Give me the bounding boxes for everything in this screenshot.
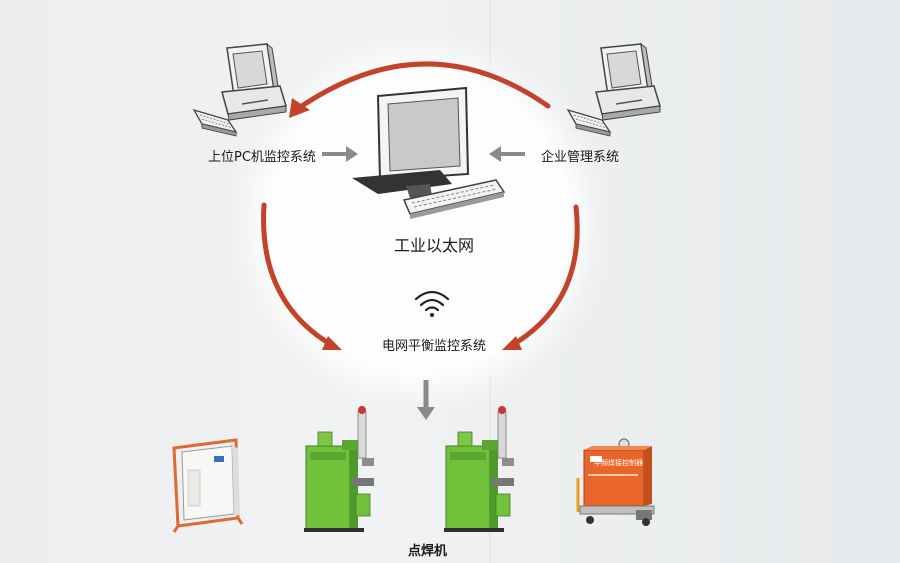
control-cabinet bbox=[172, 438, 244, 533]
label-spot-welder: 点焊机 bbox=[408, 544, 448, 559]
arc-left-arrowhead bbox=[322, 336, 342, 350]
arrow-down-to-machines bbox=[417, 407, 435, 420]
spot-welding-machine bbox=[304, 406, 374, 532]
wifi-icon bbox=[414, 290, 450, 317]
arc-left-arrow bbox=[261, 202, 333, 347]
spot-welding-machine bbox=[444, 406, 514, 532]
arc-top-arrow bbox=[293, 61, 551, 113]
desktop-computer-icon bbox=[192, 42, 287, 137]
desktop-computer-icon bbox=[566, 42, 661, 137]
label-upper-pc-monitoring: 上位PC机监控系统 bbox=[208, 150, 316, 165]
cycle-arrows bbox=[261, 61, 580, 350]
label-grid-balance-monitoring: 电网平衡监控系统 bbox=[382, 339, 487, 354]
label-enterprise-management: 企业管理系统 bbox=[541, 150, 620, 165]
arc-top-arrowhead bbox=[289, 98, 310, 118]
arc-right-arrowhead bbox=[502, 336, 522, 350]
monitor-icon bbox=[352, 86, 470, 198]
arrow-right-to-center bbox=[489, 146, 501, 162]
gray-arrows bbox=[322, 146, 525, 420]
label-industrial-ethernet: 工业以太网 bbox=[394, 236, 475, 255]
control-cabinet bbox=[576, 438, 655, 526]
keyboard-icon bbox=[402, 179, 506, 219]
cabinet-nameplate: 中频焊接控制器 bbox=[594, 459, 643, 467]
arrow-left-to-center bbox=[346, 146, 358, 162]
arc-right-arrow bbox=[511, 204, 580, 347]
